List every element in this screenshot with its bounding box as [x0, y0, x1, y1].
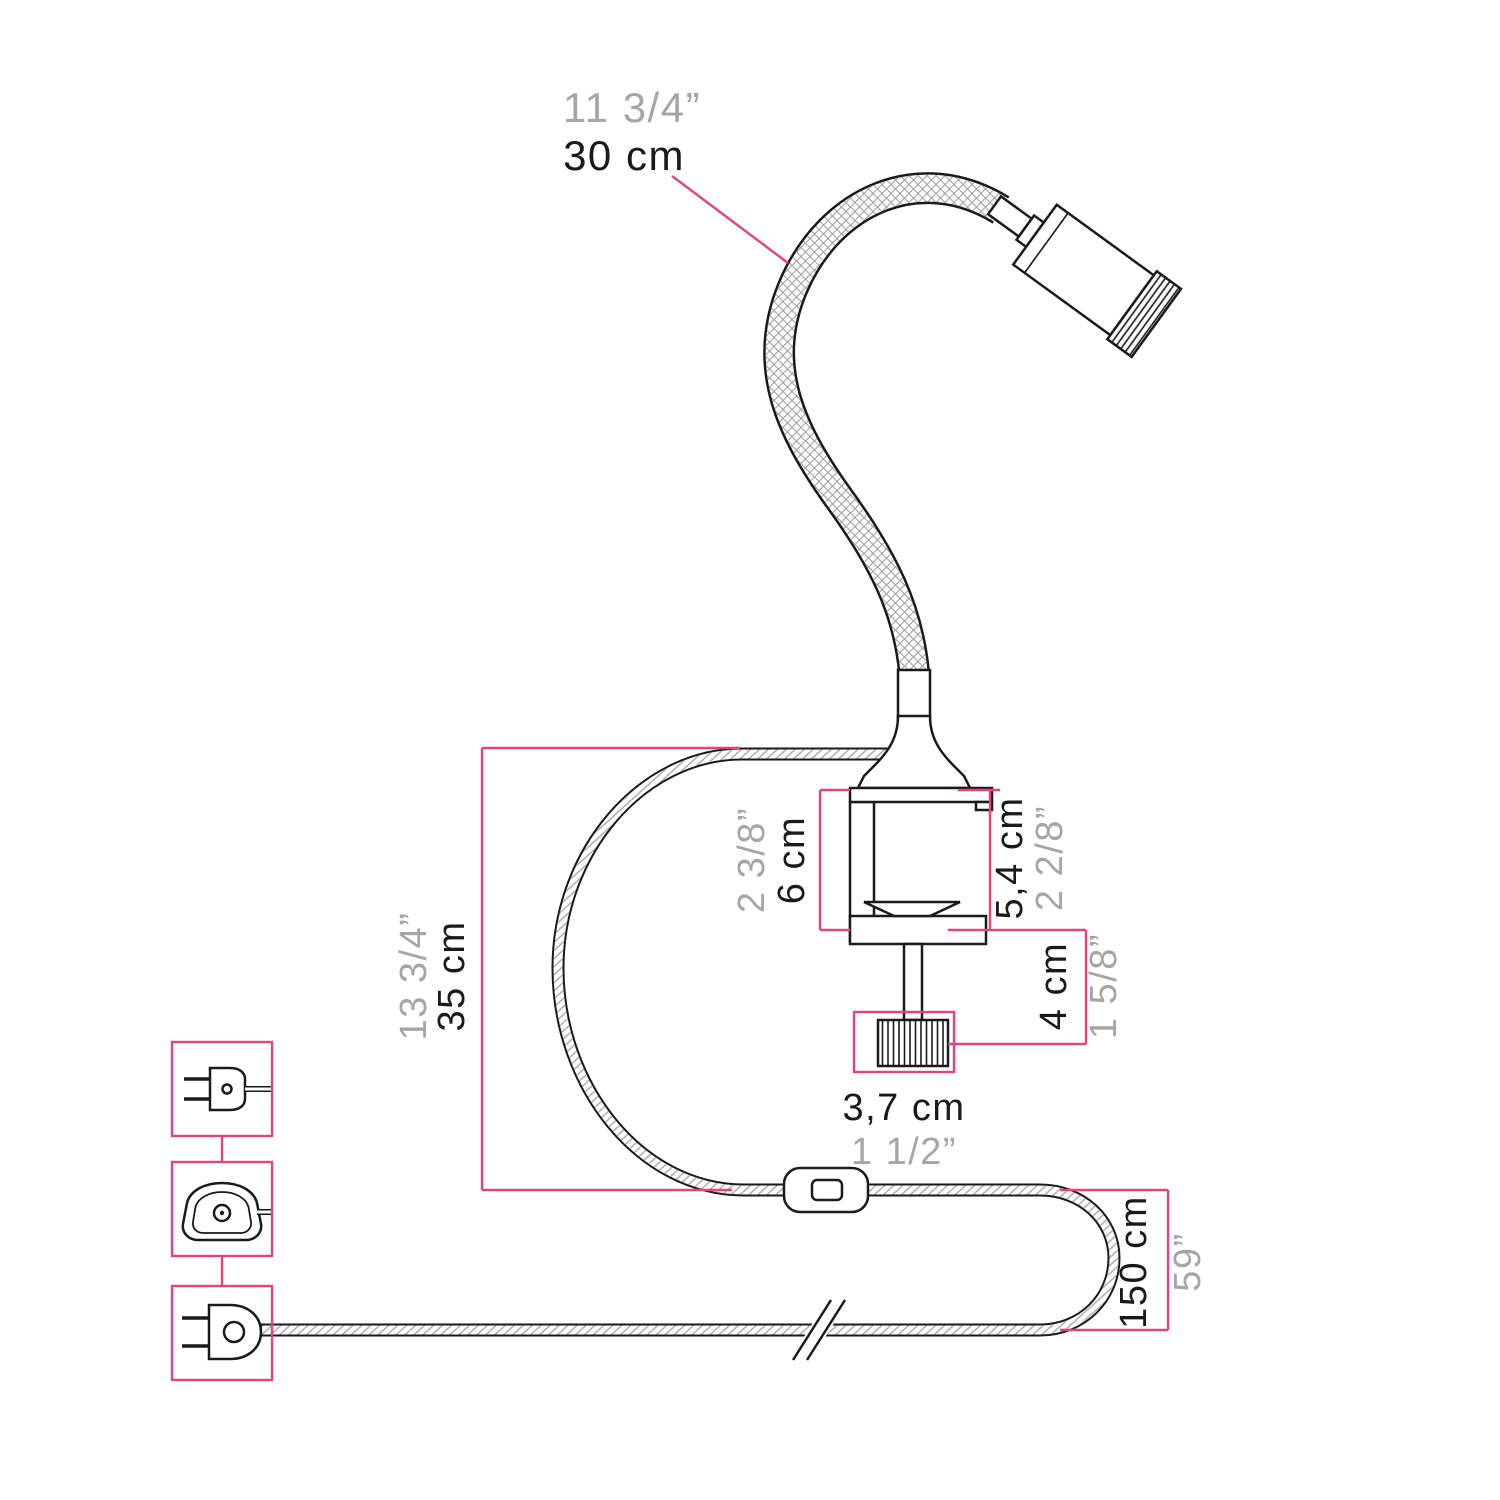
clamp-top-lip: [974, 800, 994, 812]
clamp-screw-shaft: [902, 942, 924, 1022]
eu-plug-body: [208, 1066, 247, 1112]
clamp-height-cm-label: 5,4 cm: [989, 796, 1031, 919]
gooseneck-braid-texture: [765, 174, 1009, 674]
flex-arm-cm-label: 30 cm: [563, 132, 685, 179]
clamp-height-inch-label: 2 2/8”: [1029, 805, 1071, 911]
lamp-holder: [855, 668, 973, 790]
clamp-knurled-knob: [876, 1018, 950, 1068]
cable-lower-cm-label: 150 cm: [1113, 1195, 1155, 1329]
knob-width-box: [852, 1010, 956, 1074]
knob-width-inch-label: 1 1/2”: [851, 1131, 957, 1173]
us-plug-icon: [182, 1303, 263, 1361]
cable-lower-bracket: [1060, 1188, 1170, 1332]
uk-plug-screw-dot: [219, 1210, 225, 1216]
uk-plug-screw: [212, 1203, 232, 1223]
inline-switch: [782, 1166, 870, 1214]
clamp-opening-cm-label: 6 cm: [771, 816, 813, 904]
head-body-seam: [1023, 212, 1069, 274]
screw-length-cm-label: 4 cm: [1033, 942, 1075, 1030]
plug-icons: [181, 1066, 271, 1361]
holder-ferrule: [896, 668, 932, 720]
uk-plug-inner-line: [191, 1191, 253, 1234]
clamp-opening-bracket: [818, 788, 850, 932]
cable-lower-inch-label: 59”: [1167, 1232, 1209, 1291]
flex-arm-pointer-line: [671, 175, 789, 264]
plug-option-boxes: [170, 1040, 274, 1382]
clamp-top-jaw: [848, 786, 994, 804]
screw-length-inch-label: 1 5/8”: [1083, 933, 1125, 1039]
break-gap: [792, 1295, 846, 1365]
dimension-labels: 11 3/4” 30 cm 2 3/8” 6 cm 5,4 cm 2 2/8” …: [393, 84, 1209, 1329]
clamp-height-bracket: [948, 788, 1086, 932]
clamp-pad: [863, 900, 961, 918]
us-plug-detail: [222, 1320, 246, 1344]
gooseneck-arm: [763, 172, 1010, 674]
cable-upper-bracket: [480, 746, 740, 1192]
power-cable: [260, 747, 1121, 1337]
switch-button: [810, 1178, 844, 1202]
uk-plug-icon: [181, 1181, 271, 1242]
flex-arm-inch-label: 11 3/4”: [563, 84, 701, 131]
cable-lower-texture: [260, 1185, 1119, 1335]
clamp-opening-inch-label: 2 3/8”: [731, 807, 773, 913]
break-slash-2: [805, 1299, 847, 1361]
dimension-annotations: [170, 175, 1170, 1382]
knob-width-cm-label: 3,7 cm: [842, 1087, 965, 1129]
us-plug-body: [207, 1303, 263, 1361]
cable-break-icon: [791, 1295, 847, 1365]
cable-upper-texture: [553, 749, 920, 1195]
break-slash-1: [791, 1299, 833, 1361]
cable-upper-inch-label: 13 3/4”: [393, 912, 435, 1041]
eu-plug-icon: [184, 1066, 271, 1112]
eu-plug-detail: [221, 1083, 233, 1095]
knurled-bezel: [1105, 269, 1183, 359]
lamp-head: [986, 194, 1183, 359]
screw-length-bracket: [948, 930, 1088, 1046]
cable-upper-cm-label: 35 cm: [431, 921, 473, 1032]
